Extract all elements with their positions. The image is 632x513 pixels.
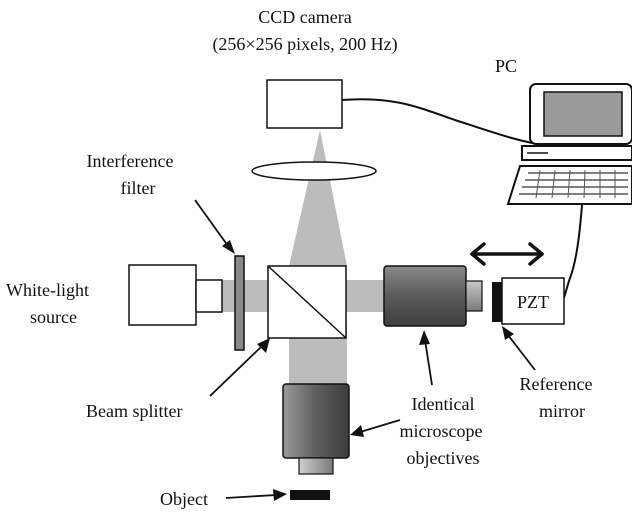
pzt-actuator	[501, 277, 565, 325]
beam-to-camera	[289, 130, 347, 266]
ccd-camera-body	[266, 79, 343, 129]
object-label: Object	[160, 489, 208, 509]
objectives-pointer-arrow-left	[350, 419, 401, 437]
reference-mirror	[492, 282, 502, 322]
pzt-label: PZT	[517, 292, 549, 312]
beam-to-reference	[346, 280, 384, 312]
object-objective	[282, 383, 350, 475]
ccd-camera-label-line2: (256×256 pixels, 200 Hz)	[212, 34, 397, 55]
camera-cable	[341, 98, 546, 146]
beam-splitter	[267, 265, 347, 339]
beam-splitter-label: Beam splitter	[86, 401, 182, 421]
reference-mirror-label-line1: Reference	[520, 374, 593, 394]
white-light-source-label-line1: White-light	[6, 280, 89, 300]
white-light-source-label-line2: source	[30, 307, 77, 327]
identical-objectives-label-line3: objectives	[407, 448, 480, 468]
white-light-source-body	[128, 264, 197, 326]
pc-computer-icon	[506, 83, 632, 205]
object-sample	[290, 490, 330, 500]
pc-label: PC	[495, 56, 517, 76]
reference-mirror-pointer-arrow	[502, 326, 536, 371]
beam-splitter-pointer-arrow	[209, 338, 270, 397]
identical-objectives-label-line2: microscope	[400, 421, 483, 441]
interference-filter-pointer-arrow	[194, 199, 235, 254]
ccd-camera-label-line1: CCD camera	[258, 7, 351, 27]
pzt-motion-double-arrow	[470, 242, 544, 266]
interference-filter	[234, 255, 245, 351]
white-light-source	[128, 264, 223, 326]
reference-objective	[383, 265, 483, 327]
pzt-cable	[562, 204, 583, 301]
interference-filter-label-line2: filter	[121, 178, 156, 198]
beam-from-source	[222, 280, 268, 312]
white-light-source-nozzle	[195, 279, 223, 313]
identical-objectives-label-line1: Identical	[412, 394, 475, 414]
reference-mirror-label-line2: mirror	[539, 401, 585, 421]
lens	[251, 161, 377, 181]
ccd-camera	[266, 79, 343, 129]
interference-filter-label-line1: Interference	[87, 151, 174, 171]
object-pointer-arrow	[225, 489, 287, 501]
objectives-pointer-arrow-up	[419, 330, 433, 386]
